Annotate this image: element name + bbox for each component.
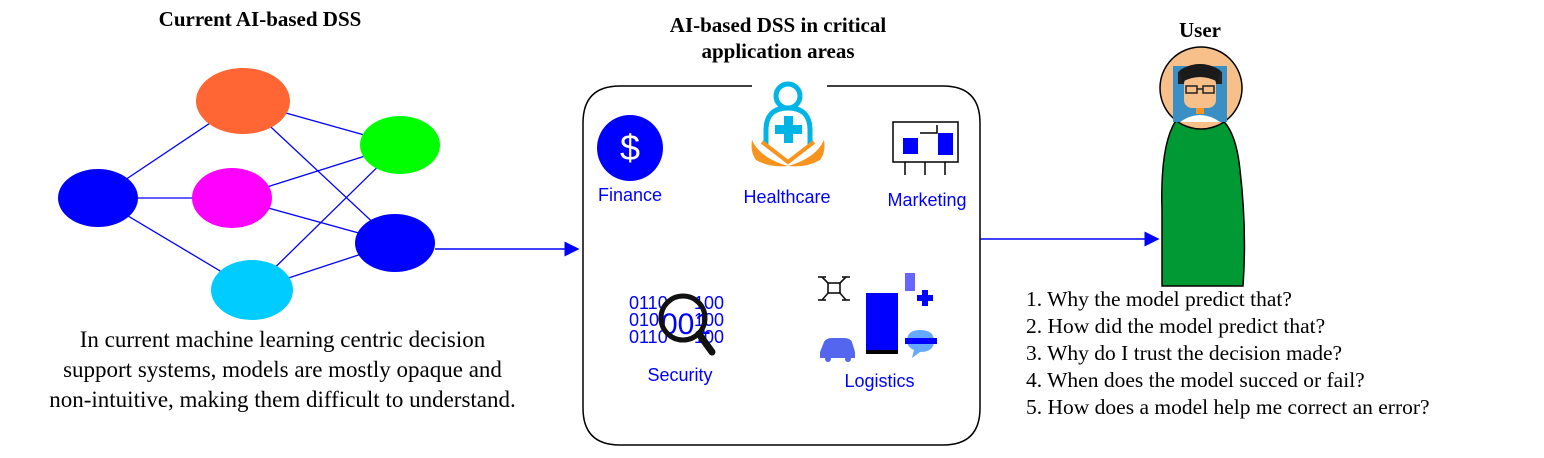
- svg-text:010: 010: [629, 310, 659, 330]
- description-line: non-intuitive, making them difficult to …: [49, 387, 516, 412]
- description-line: support systems, models are mostly opaqu…: [63, 357, 502, 382]
- user-figure: [1159, 46, 1246, 287]
- hidden-node-orange: [196, 68, 290, 134]
- left-panel-title: Current AI-based DSS: [158, 7, 362, 31]
- user-body: [1161, 117, 1246, 287]
- question-item: 1. Why the model predict that?: [1026, 287, 1292, 311]
- hidden-node-magenta: [192, 168, 272, 228]
- question-item: 2. How did the model predict that?: [1026, 314, 1326, 338]
- logistics-label: Logistics: [844, 371, 915, 391]
- center-title-line: AI-based DSS in critical: [669, 13, 887, 37]
- applications-box: [582, 85, 981, 446]
- description-line: In current machine learning centric deci…: [79, 327, 486, 352]
- user-title: User: [1179, 18, 1221, 42]
- hidden-node-cyan: [211, 260, 293, 320]
- center-title-line: application areas: [701, 39, 855, 63]
- dollar-symbol: $: [620, 127, 640, 168]
- question-item: 3. Why do I trust the decision made?: [1026, 341, 1343, 365]
- finance-icon: $: [597, 115, 663, 181]
- center-panel-title: AI-based DSS in critical application are…: [628, 12, 928, 64]
- finance-label: Finance: [597, 185, 663, 205]
- security-icon: 0110 100 010 100 0110 100 001: [629, 293, 724, 356]
- question-item: 4. When does the model succed or fail?: [1026, 368, 1365, 392]
- input-node: [58, 169, 138, 227]
- svg-text:0110: 0110: [629, 327, 668, 347]
- healthcare-icon: [751, 81, 825, 167]
- security-label: Security: [647, 365, 713, 385]
- marketing-label: Marketing: [887, 190, 967, 210]
- left-panel-description: In current machine learning centric deci…: [0, 325, 565, 415]
- output-node: [355, 214, 435, 272]
- healthcare-label: Healthcare: [743, 187, 831, 207]
- logistics-icon: [818, 273, 937, 362]
- user-questions: 1. Why the model predict that? 2. How di…: [1026, 286, 1541, 421]
- avatar-icon: [1173, 64, 1227, 122]
- question-item: 5. How does a model help me correct an e…: [1026, 395, 1430, 419]
- hidden-node-green: [360, 116, 440, 174]
- svg-text:0110: 0110: [629, 293, 668, 313]
- marketing-icon: [892, 121, 959, 175]
